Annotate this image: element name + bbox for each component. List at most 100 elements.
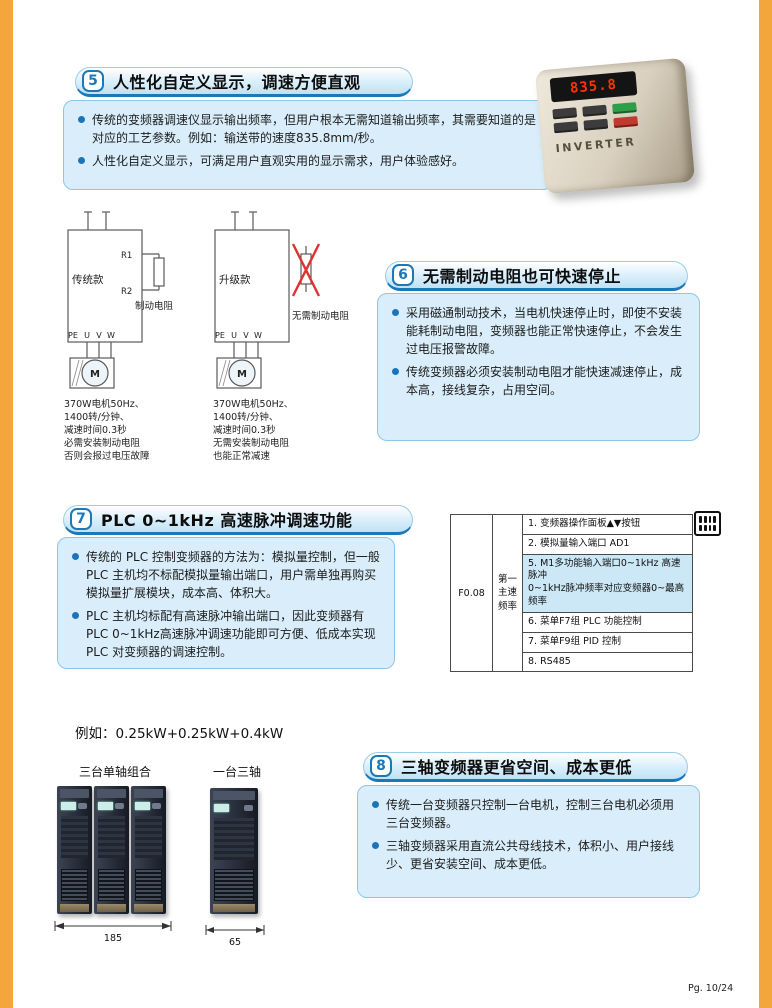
bullet-item: 三轴变频器采用直流公共母线技术，体积小、用户接线少、更省安装空间、成本更低。 [372,837,685,873]
r2-terminal-label: R2 [121,287,132,297]
drive-display [135,802,150,810]
section5-number-badge: 5 [82,70,104,92]
right-orange-bar [759,0,772,1008]
drive-button [152,803,161,809]
inverter-key [582,104,607,117]
inverter-display-value: 835.8 [569,76,618,97]
table-row: 1. 变频器操作面板▲▼按钮 [522,514,693,535]
bullet-item: PLC 主机均标配有高速脉冲输出端口，因此变频器有PLC 0~1kHz高速脉冲调… [72,607,380,661]
section5-header: 5 人性化自定义显示，调速方便直观 [75,67,413,97]
param-name-cell: 第一 主速 频率 [492,513,523,673]
bullet-item: 人性化自定义显示，可满足用户直观实用的显示需求，用户体验感好。 [78,152,538,170]
bullet-icon [372,842,379,849]
motor-circle [81,359,109,387]
inverter-brand-label: INVERTER [555,135,637,156]
drive-heatsink [98,816,125,858]
section7-content-box: 传统的 PLC 控制变频器的方法为：模拟量控制，但一般PLC 主机均不标配模拟量… [57,537,395,669]
no-brake-resistor-label: 无需制动电阻 [292,310,350,322]
drive-connector [135,869,162,901]
single-drive-group [210,788,258,914]
bullet-text: 传统一台变频器只控制一台电机，控制三台电机必须用三台变频器。 [386,798,675,830]
section6-title: 无需制动电阻也可快速停止 [423,267,622,286]
bullet-icon [372,801,379,808]
terminal-v-label: V [96,331,102,340]
upgraded-caption: 370W电机50Hz、 1400转/分钟、 减速时间0.3秒 无需安装制动电阻 … [213,399,294,462]
bullet-icon [78,116,85,123]
bullet-item: 传统变频器必须安装制动电阻才能快速减速停止，成本高，接线复杂，占用空间。 [392,363,685,399]
traditional-model-label: 传统款 [72,273,104,286]
three-drive-group [57,786,166,914]
drive-top-panel [213,791,255,800]
terminal-v-label: V [243,331,249,340]
page-number: Pg. 10/24 [688,983,734,994]
single-drive-label: 一台三轴 [212,765,261,779]
section8-header: 8 三轴变频器更省空间、成本更低 [363,752,688,782]
table-row: 2. 模拟量输入端口 AD1 [522,533,693,555]
example-line: 例如：0.25kW+0.25kW+0.4kW [75,726,284,742]
inverter-keypad [552,101,646,134]
table-row: 7. 菜单F9组 PID 控制 [522,631,693,653]
drive-base [213,904,255,912]
bullet-text: 传统的变频器调速仪显示输出频率，但用户根本无需知道输出频率，其需要知道的是对应的… [92,113,537,145]
drive-heatsink [214,818,254,860]
wiring-diagrams: 传统款 R1 R2 制动电阻 PE U V W M 升级款 [67,211,350,389]
drive-base [60,904,89,912]
inverter-run-key [612,102,637,115]
drive-unit [94,786,129,914]
section5-title: 人性化自定义显示，调速方便直观 [113,73,361,92]
param-code-cell: F0.08 [450,513,493,673]
bullet-text: 传统变频器必须安装制动电阻才能快速减速停止，成本高，接线复杂，占用空间。 [406,365,683,397]
terminal-w-label: W [107,331,115,340]
section8-title: 三轴变频器更省空间、成本更低 [401,758,633,777]
three-drive-group-label: 三台单轴组合 [78,765,151,779]
section7-header: 7 PLC 0~1kHz 高速脉冲调速功能 [63,505,413,535]
terminal-w-label: W [254,331,262,340]
terminal-u-label: U [84,331,90,340]
bullet-item: 传统的 PLC 控制变频器的方法为：模拟量控制，但一般PLC 主机均不标配模拟量… [72,548,380,602]
inverter-key [552,107,578,120]
table-row: 6. 菜单F7组 PLC 功能控制 [522,611,693,633]
drive-top-panel [134,789,163,798]
bullet-icon [392,309,399,316]
brake-resistor-label: 制动电阻 [135,300,174,312]
inverter-device: 835.8 INVERTER [534,57,696,195]
bullet-icon [72,553,79,560]
triple-axis-drive-unit [210,788,258,914]
drive-base [134,904,163,912]
bullet-text: 三轴变频器采用直流公共母线技术，体积小、用户接线少、更省安装空间、成本更低。 [386,839,675,871]
terminal-pe-label: PE [68,331,78,340]
inverter-key [553,121,579,134]
drive-top-panel [60,789,89,798]
dimension-65-value: 65 [229,937,241,948]
inverter-photo: 835.8 INVERTER [534,57,696,195]
bullet-text: 人性化自定义显示，可满足用户直观实用的显示需求，用户体验感好。 [92,154,465,168]
drive-top-panel [97,789,126,798]
motor-circle [228,359,256,387]
section6-content-box: 采用磁通制动技术，当电机快速停止时，即使不安装能耗制动电阻，变频器也能正常快速停… [377,293,700,441]
motor-label: M [90,369,100,380]
bullet-item: 传统的变频器调速仪显示输出频率，但用户根本无需知道输出频率，其需要知道的是对应的… [78,111,538,147]
frequency-source-table: F0.08 第一 主速 频率 1. 变频器操作面板▲▼按钮 2. 模拟量输入端口… [450,513,693,673]
brake-resistor-symbol [153,257,165,287]
terminal-u-label: U [231,331,237,340]
bullet-icon [72,612,79,619]
drive-connector [98,869,125,901]
bullet-item: 采用磁通制动技术，当电机快速停止时，即使不安装能耗制动电阻，变频器也能正常快速停… [392,304,685,358]
drive-display [61,802,76,810]
section7-number-badge: 7 [70,508,92,530]
r1-terminal-label: R1 [121,251,132,261]
drive-display [214,804,229,812]
drive-display [98,802,113,810]
motor-body [69,357,115,389]
dimension-65: 65 [205,925,265,948]
drive-connector [61,869,88,901]
motor-label: M [237,369,247,380]
drive-heatsink [135,816,162,858]
table-row: 8. RS485 [522,651,693,673]
drive-unit [131,786,166,914]
bullet-icon [78,157,85,164]
upgraded-diagram: 升级款 无需制动电阻 PE U V W M [214,211,350,389]
bullet-text: 传统的 PLC 控制变频器的方法为：模拟量控制，但一般PLC 主机均不标配模拟量… [86,550,380,600]
bullet-item: 传统一台变频器只控制一台电机，控制三台电机必须用三台变频器。 [372,796,685,832]
